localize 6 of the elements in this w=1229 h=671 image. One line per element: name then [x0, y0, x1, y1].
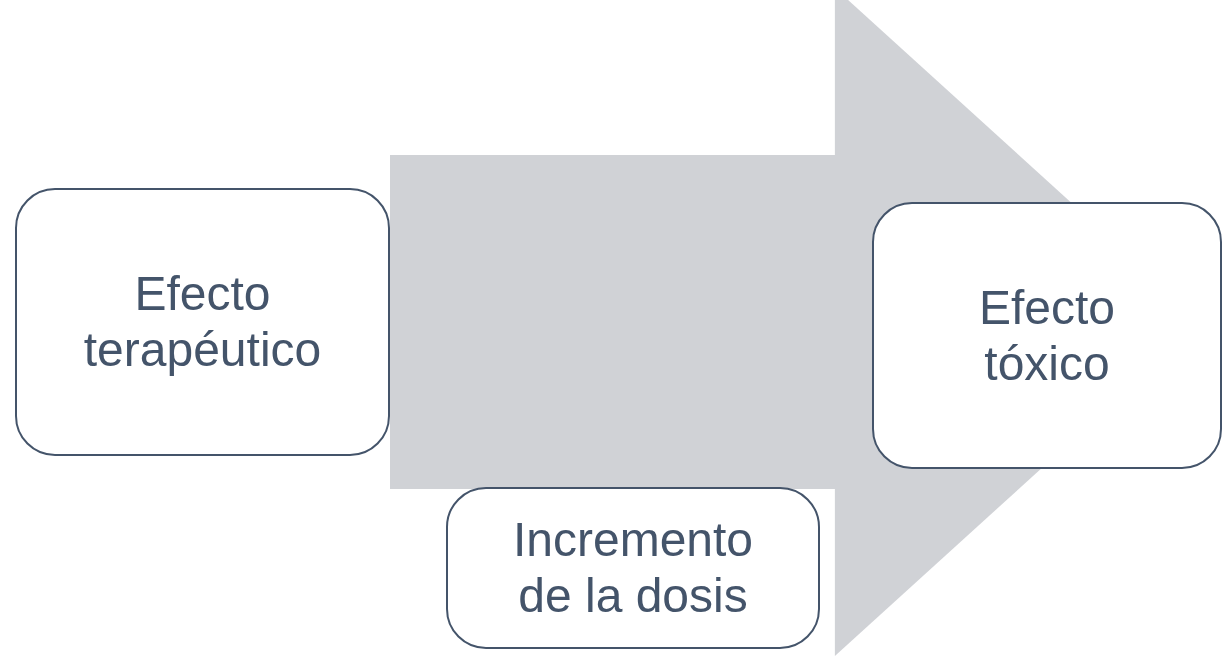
process-box [15, 188, 390, 456]
node-label: Efecto terapéutico [82, 266, 323, 378]
node-label: Incremento de la dosis [511, 512, 755, 624]
process-box [446, 487, 820, 649]
node-label: Efecto tóxico [977, 279, 1117, 392]
process-box [872, 202, 1222, 469]
